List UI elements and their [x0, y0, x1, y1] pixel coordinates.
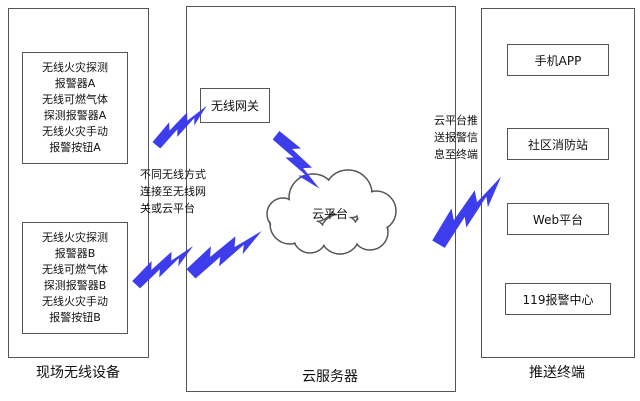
cloud-platform-label: 云平台 — [312, 207, 349, 221]
wireless-connection-annotation: 不同无线方式 连接至无线网 关或云平台 — [140, 168, 206, 215]
field-devices-caption: 现场无线设备 — [36, 365, 120, 381]
cloud-shape — [266, 169, 397, 255]
push-terminal-caption: 推送终端 — [529, 365, 585, 381]
device-group-b-box: 无线火灾探测 报警器B 无线可燃气体 探测报警器B 无线火灾手动 报警按钮B — [22, 222, 128, 334]
cloud-server-caption: 云服务器 — [302, 369, 358, 385]
push-info-annotation: 云平台推 送报警信 息至终端 — [434, 114, 478, 161]
terminal-119-alarm-center-box: 119报警中心 — [505, 283, 611, 315]
device-group-a-box: 无线火灾探测 报警器A 无线可燃气体 探测报警器A 无线火灾手动 报警按钮A — [22, 52, 128, 164]
terminal-mobile-app-box: 手机APP — [507, 44, 609, 76]
terminal-community-fire-station-box: 社区消防站 — [507, 128, 609, 160]
wireless-gateway-box: 无线网关 — [200, 88, 270, 123]
terminal-web-platform-box: Web平台 — [507, 203, 609, 235]
